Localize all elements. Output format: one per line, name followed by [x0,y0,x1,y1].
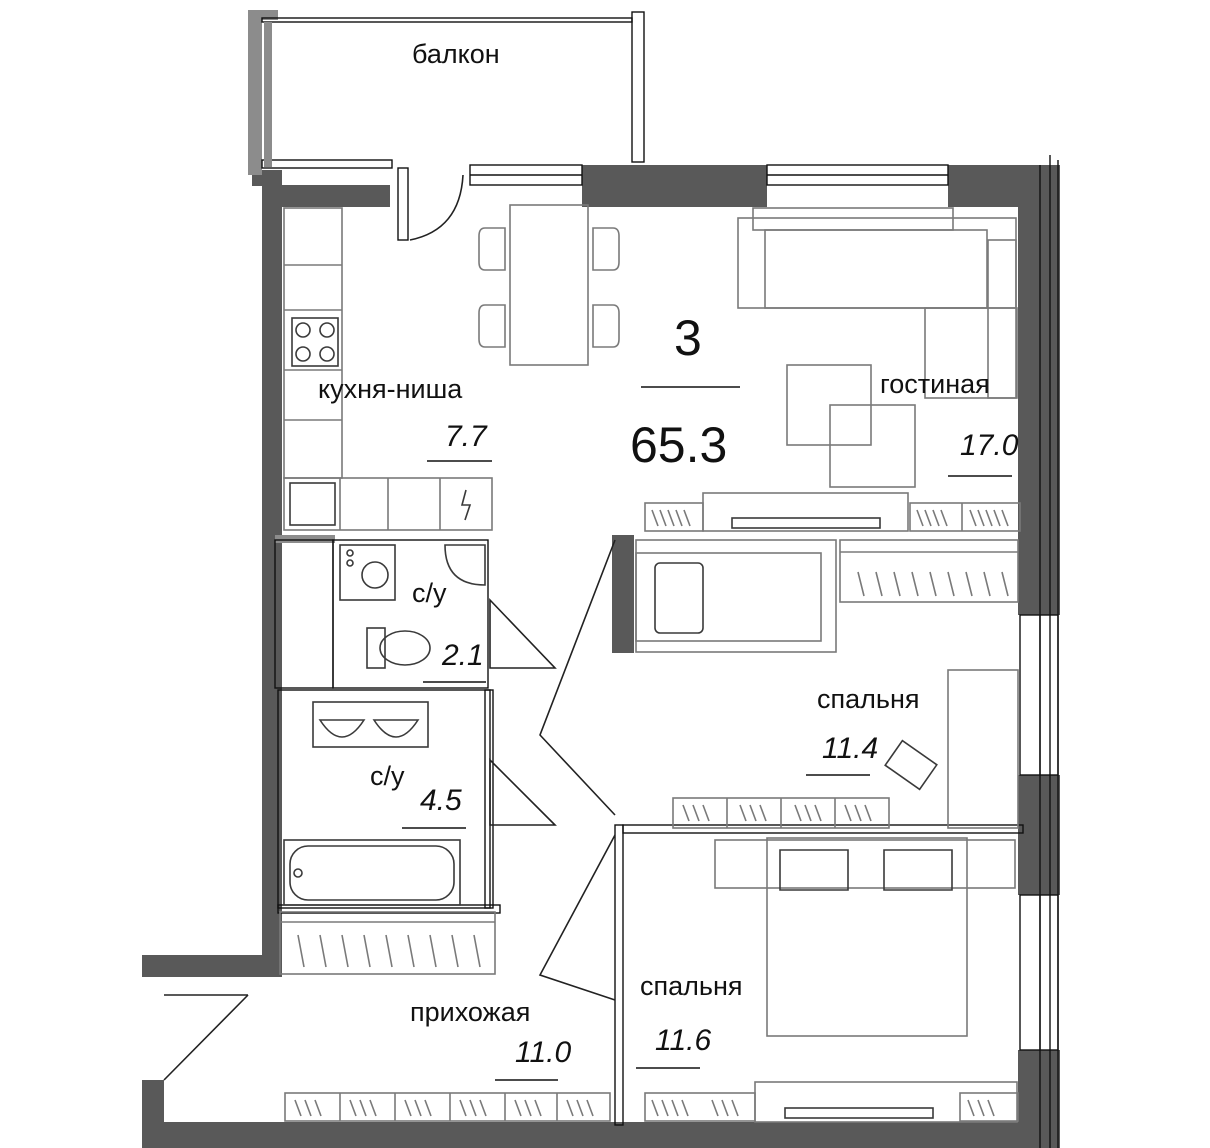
living-area: 17.0 [960,429,1019,462]
doors [163,174,616,1081]
windows [397,164,1059,1051]
living-furniture [644,207,1021,532]
bathroom-fixtures [283,544,486,906]
bedroom-2-furniture [644,837,1019,1123]
hallway-furniture [279,911,611,1122]
wc-small-name: с/у [412,578,447,608]
bedroom-2-area: 11.6 [655,1024,711,1057]
room-labels: балкон 3 65.3 кухня-ниша 7.7 гостиная 17… [318,39,1019,1081]
bedroom-1-furniture [635,539,1019,829]
bedroom-1-name: спальня [817,684,920,714]
wc-large-area: 4.5 [420,784,462,817]
hallway-name: прихожая [410,997,530,1027]
dining-set [478,204,620,366]
kitchen-area: 7.7 [445,420,488,453]
walls [142,10,1060,1148]
kitchen-name: кухня-ниша [318,374,463,404]
living-name: гостиная [880,369,990,399]
bedroom-1-area: 11.4 [822,732,878,765]
bedroom-2-name: спальня [640,971,743,1001]
rooms-count: 3 [674,310,702,366]
total-area: 65.3 [630,417,727,473]
hallway-area: 11.0 [515,1036,571,1069]
wc-large-name: с/у [370,761,405,791]
kitchen-furniture [283,207,493,531]
wc-small-area: 2.1 [441,639,484,672]
balcony-name: балкон [412,39,500,69]
